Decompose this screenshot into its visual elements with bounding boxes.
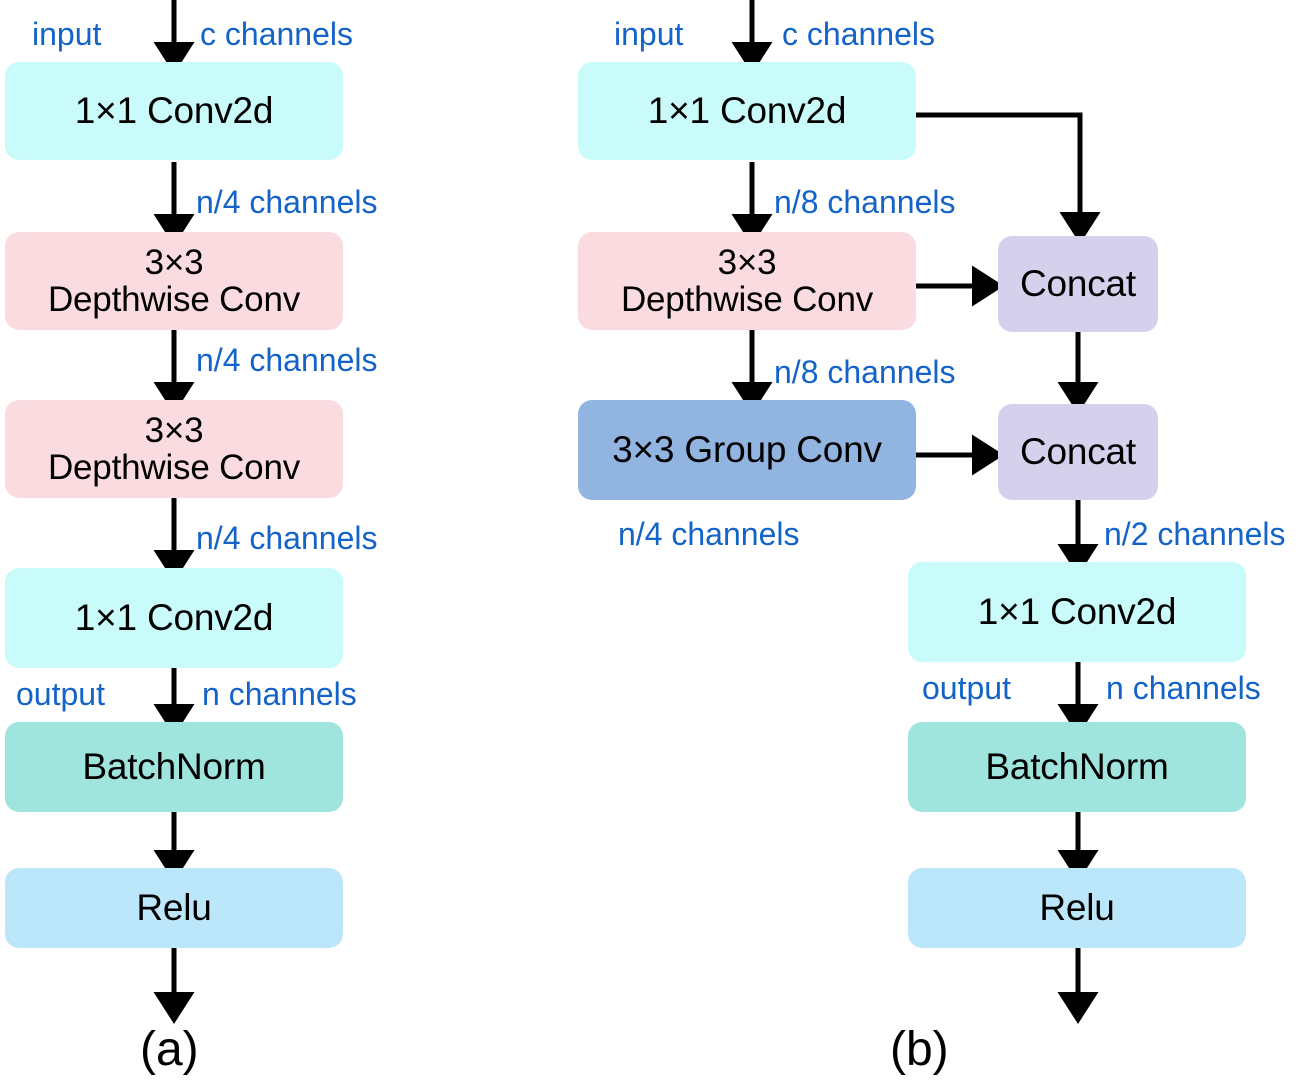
b-batchnorm-block[interactable]: BatchNorm — [908, 722, 1246, 812]
b-group-conv-block[interactable]: 3×3 Group Conv — [578, 400, 916, 500]
b-n-channels-label: n channels — [1106, 670, 1261, 706]
b-conv1x1-top-block[interactable]: 1×1 Conv2d — [578, 62, 916, 160]
a-input-label: input — [32, 16, 102, 52]
a-n4-channels-1: n/4 channels — [196, 184, 378, 220]
a-n4-channels-3: n/4 channels — [196, 520, 378, 556]
b-input-label: input — [614, 16, 684, 52]
a-conv1x1-top-label: 1×1 Conv2d — [74, 90, 274, 132]
a-depthwise-conv-2-block[interactable]: 3×3 Depthwise Conv — [5, 400, 343, 498]
b-concat-2-block[interactable]: Concat — [998, 404, 1158, 500]
b-c-channels-label: c channels — [782, 16, 935, 52]
a-conv1x1-top-block[interactable]: 1×1 Conv2d — [5, 62, 343, 160]
b-relu-block[interactable]: Relu — [908, 868, 1246, 948]
a-n-channels-label: n channels — [202, 676, 357, 712]
b-concat-1-label: Concat — [1019, 263, 1137, 305]
panel-caption-a: (a) — [140, 1023, 199, 1076]
b-concat-2-label: Concat — [1019, 431, 1137, 473]
b-depthwise-conv-block[interactable]: 3×3 Depthwise Conv — [578, 232, 916, 330]
b-conv1x1-top-label: 1×1 Conv2d — [647, 90, 847, 132]
b-n4-channels-label: n/4 channels — [618, 516, 800, 552]
a-batchnorm-label: BatchNorm — [82, 746, 266, 788]
a-depthwise-conv-2-label: 3×3 Depthwise Conv — [47, 410, 301, 487]
a-output-label: output — [16, 676, 105, 712]
b-output-label: output — [922, 670, 1011, 706]
a-depthwise-conv-1-label: 3×3 Depthwise Conv — [47, 242, 301, 319]
a-relu-label: Relu — [136, 887, 212, 929]
b-n8-channels-1: n/8 channels — [774, 184, 956, 220]
a-relu-block[interactable]: Relu — [5, 868, 343, 948]
a-batchnorm-block[interactable]: BatchNorm — [5, 722, 343, 812]
a-depthwise-conv-1-block[interactable]: 3×3 Depthwise Conv — [5, 232, 343, 330]
b-group-conv-label: 3×3 Group Conv — [612, 429, 882, 471]
b-relu-label: Relu — [1039, 887, 1115, 929]
b-depthwise-conv-label: 3×3 Depthwise Conv — [620, 242, 874, 319]
b-n8-channels-2: n/8 channels — [774, 354, 956, 390]
b-batchnorm-label: BatchNorm — [985, 746, 1169, 788]
a-conv1x1-bottom-block[interactable]: 1×1 Conv2d — [5, 568, 343, 668]
a-c-channels-label: c channels — [200, 16, 353, 52]
b-conv1x1-bottom-block[interactable]: 1×1 Conv2d — [908, 562, 1246, 662]
b-n2-channels-label: n/2 channels — [1104, 516, 1286, 552]
b-concat-1-block[interactable]: Concat — [998, 236, 1158, 332]
a-conv1x1-bottom-label: 1×1 Conv2d — [74, 597, 274, 639]
panel-caption-b: (b) — [890, 1023, 949, 1076]
a-n4-channels-2: n/4 channels — [196, 342, 378, 378]
b-conv1x1-bottom-label: 1×1 Conv2d — [977, 591, 1177, 633]
